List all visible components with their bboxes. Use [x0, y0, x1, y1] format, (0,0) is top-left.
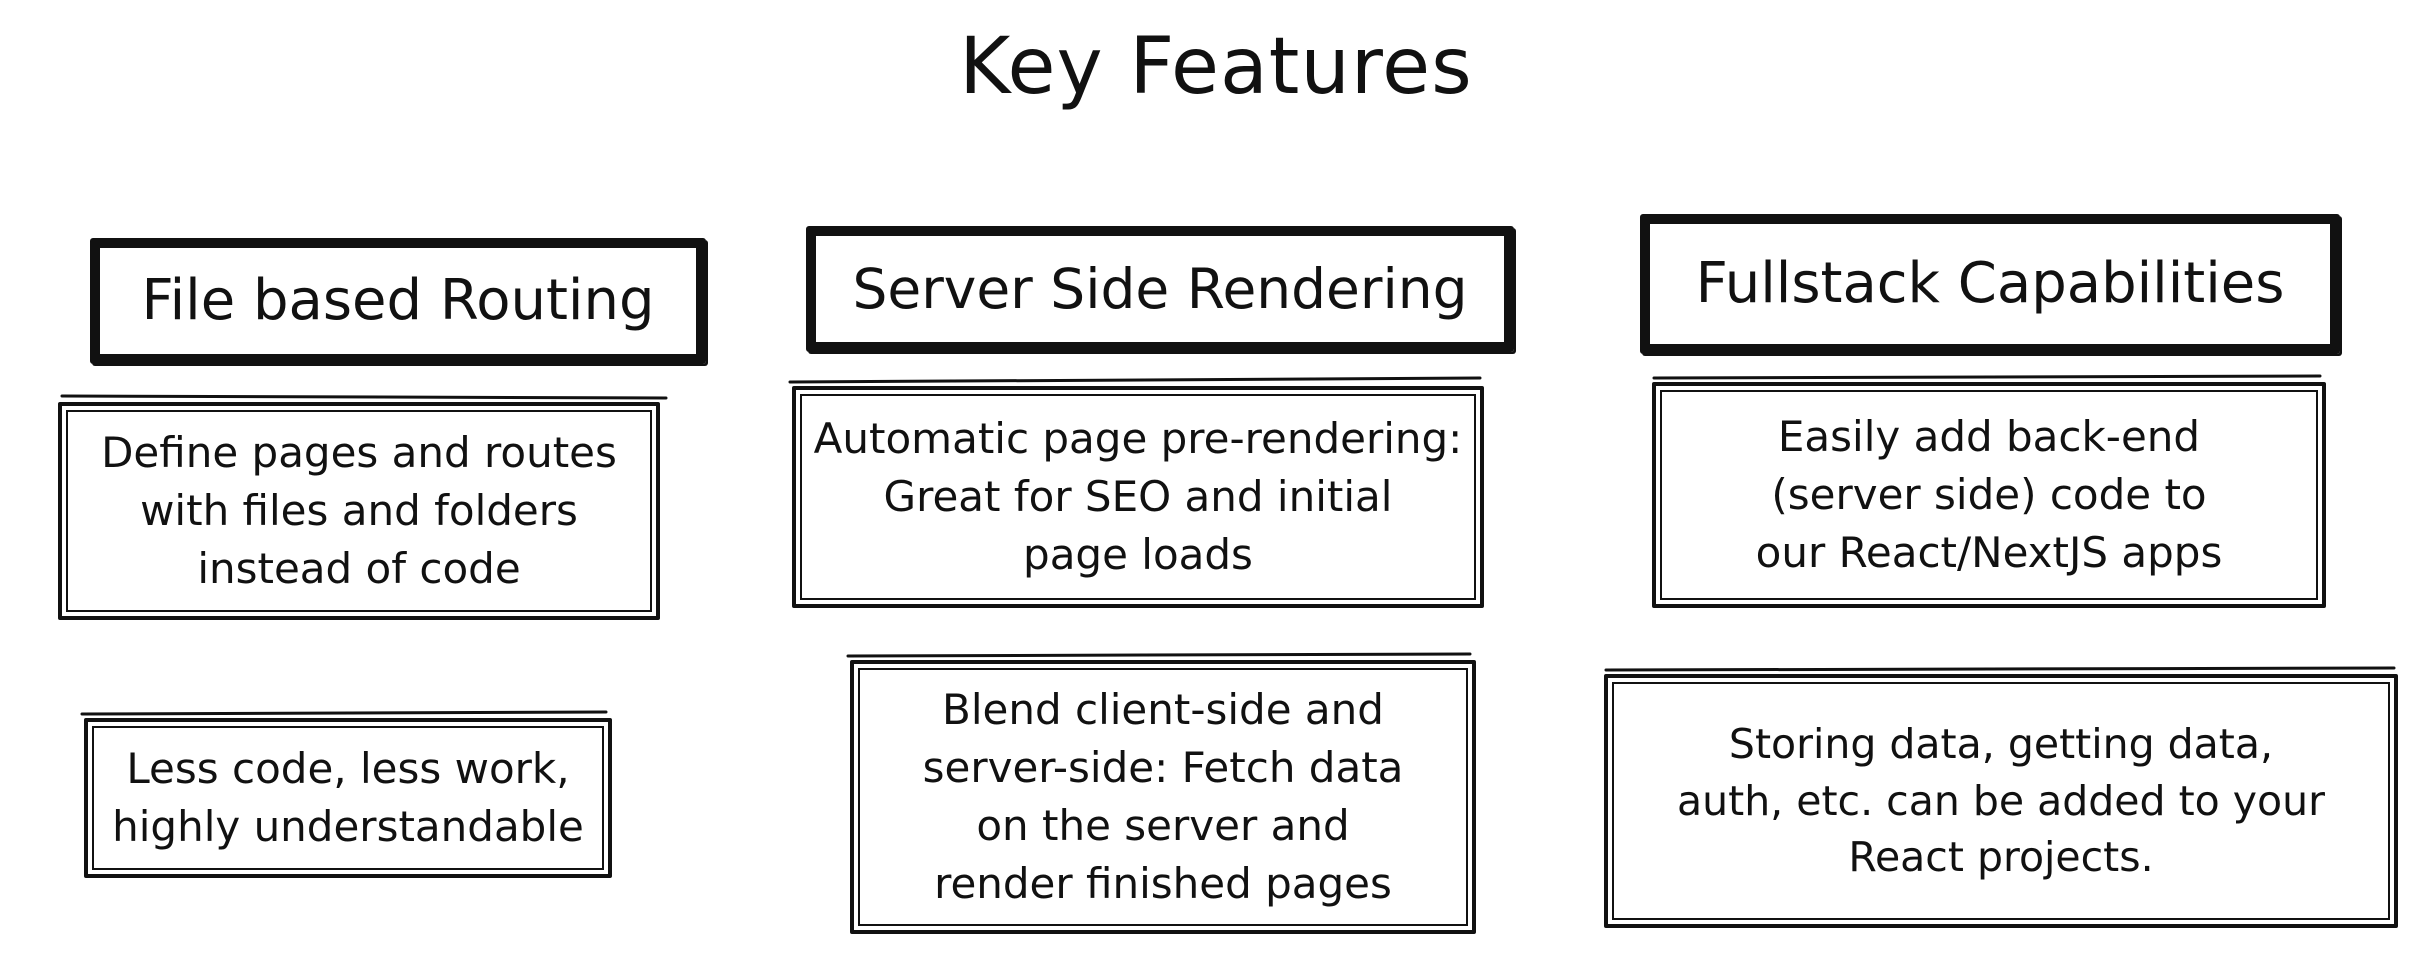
feature-card-easily-add-backend: Easily add back-end (server side) code t…	[1652, 382, 2326, 608]
feature-card-automatic-prerendering: Automatic page pre-rendering: Great for …	[792, 386, 1484, 608]
feature-heading-fullstack-capabilities: Fullstack Capabilities	[1640, 214, 2340, 354]
feature-card-less-code: Less code, less work, highly understanda…	[84, 718, 612, 878]
feature-card-storing-data: Storing data, getting data, auth, etc. c…	[1604, 674, 2398, 928]
feature-card-blend-client-server: Blend client-side and server-side: Fetch…	[850, 660, 1476, 934]
feature-heading-file-based-routing: File based Routing	[90, 238, 706, 364]
diagram-title: Key Features	[959, 22, 1473, 112]
feature-card-define-pages: Define pages and routes with files and f…	[58, 402, 660, 620]
feature-heading-server-side-rendering: Server Side Rendering	[806, 226, 1514, 352]
